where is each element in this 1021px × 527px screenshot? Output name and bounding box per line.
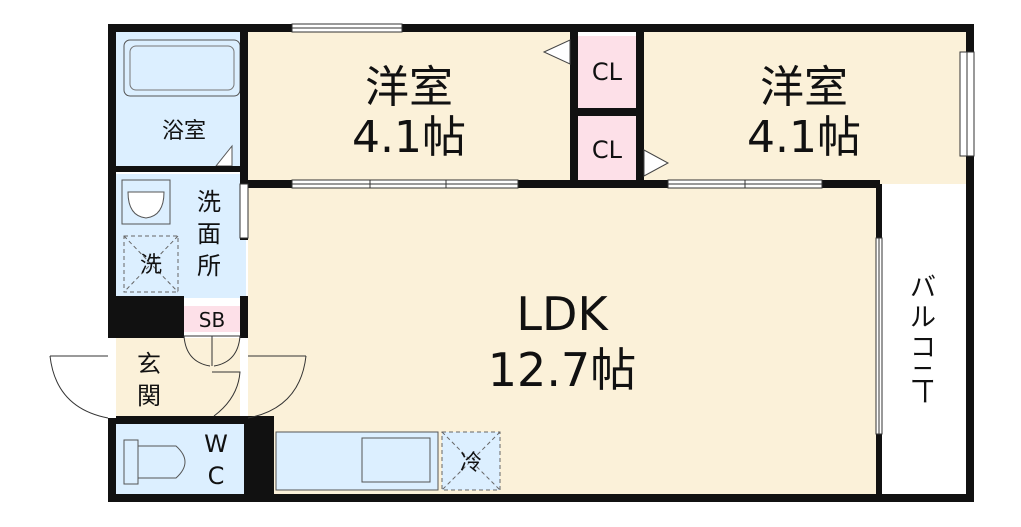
sink — [361, 437, 431, 483]
balcony-label-5: ー — [908, 379, 938, 405]
balcony-label-1: バ — [910, 273, 936, 303]
bathtub — [123, 39, 241, 97]
closet-upper-door-marker — [542, 39, 571, 65]
fridge-space — [441, 431, 501, 491]
hall-double-door — [183, 335, 241, 417]
shoe-box-floor — [184, 306, 240, 332]
bathroom-label: 浴室 — [162, 119, 206, 144]
western-room-left-name: 洋室 — [365, 62, 453, 113]
entrance-label-2: 関 — [137, 382, 161, 410]
closet-upper-label: CL — [592, 58, 623, 86]
entrance-floor — [116, 338, 244, 420]
fridge-label: 冷 — [460, 451, 482, 476]
entrance-door — [49, 338, 116, 419]
washbasin-bowl — [127, 191, 165, 219]
toilet-label-1: W — [204, 430, 228, 458]
balcony-label-3: コ — [910, 333, 936, 363]
balcony-label-4: ニ — [910, 361, 936, 391]
windows — [239, 23, 975, 435]
toilet-label-2: C — [208, 462, 225, 490]
washroom-label-3: 所 — [197, 252, 221, 280]
closet-lower-door-marker — [643, 149, 670, 177]
ldk-door — [240, 338, 307, 419]
walls — [108, 24, 974, 502]
closet-lower-floor — [578, 116, 636, 184]
entrance-label-1: 玄 — [137, 350, 161, 378]
washer-label: 洗 — [140, 253, 162, 278]
closet-lower-label: CL — [592, 136, 623, 164]
western-room-right-name: 洋室 — [760, 62, 848, 113]
balcony-floor — [882, 186, 964, 494]
closet-upper-floor — [578, 36, 636, 108]
washer-space — [123, 235, 179, 293]
washroom-label-2: 面 — [197, 220, 221, 248]
washroom-label-1: 洗 — [197, 188, 221, 216]
bathtub-inner — [129, 45, 235, 91]
balcony-label-2: ル — [910, 303, 936, 333]
ldk-name: LDK — [516, 287, 609, 341]
shoe-box-label: SB — [199, 308, 225, 332]
ldk-size: 12.7帖 — [488, 343, 636, 397]
western-room-left-floor — [248, 32, 570, 184]
western-room-left-size: 4.1帖 — [352, 112, 466, 163]
toilet-fixture — [123, 439, 186, 485]
western-room-right-floor — [640, 32, 968, 184]
western-room-right-size: 4.1帖 — [747, 112, 861, 163]
